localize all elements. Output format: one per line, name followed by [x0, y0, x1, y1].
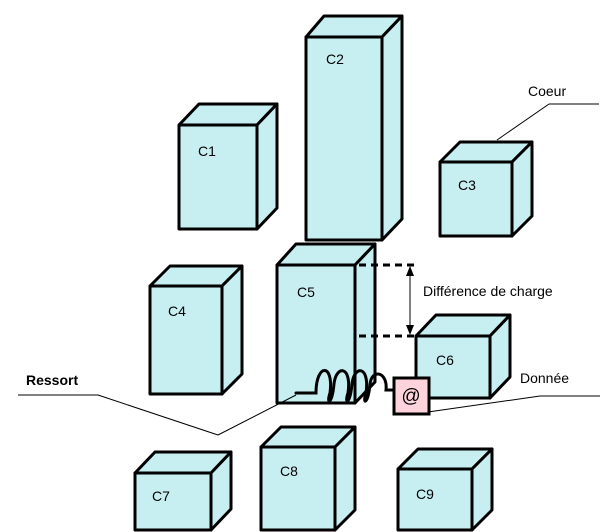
coeur-label: Coeur: [528, 83, 566, 99]
core-label-c9: C9: [416, 486, 434, 502]
core-label-c5: C5: [297, 284, 315, 300]
arrow-head-up: [406, 266, 414, 276]
core-label-c7: C7: [152, 488, 170, 504]
core-label-c8: C8: [280, 463, 298, 479]
core-c7: C7: [133, 450, 233, 532]
core-c9: C9: [396, 447, 494, 532]
spring: [294, 369, 396, 403]
ressort-label: Ressort: [26, 372, 78, 388]
arrow-head-down: [406, 325, 414, 335]
spring-coil: [294, 369, 396, 403]
core-label-c1: C1: [198, 143, 216, 159]
core-label-c3: C3: [458, 177, 476, 193]
core-c8: C8: [259, 425, 357, 532]
core-label-c4: C4: [168, 303, 186, 319]
callout-coeur: Coeur: [496, 83, 599, 141]
data-box: [392, 376, 431, 416]
core-c5: C5: [275, 242, 377, 405]
donnee-label: Donnée: [520, 370, 569, 386]
core-c2: C2: [304, 14, 404, 242]
data-packet: @: [392, 376, 431, 416]
core-c1: C1: [177, 102, 279, 231]
at-symbol: @: [401, 386, 420, 407]
callout-donnee: Donnée: [427, 370, 600, 413]
load-difference-indicator: Différence de charge: [359, 263, 553, 338]
core-c4: C4: [148, 264, 244, 396]
core-label-c6: C6: [436, 352, 454, 368]
difference-label: Différence de charge: [423, 283, 553, 299]
callout-ressort: Ressort: [18, 372, 297, 436]
core-c3: C3: [438, 140, 534, 238]
core-label-c2: C2: [326, 51, 344, 67]
core-c6: C6: [414, 313, 512, 400]
